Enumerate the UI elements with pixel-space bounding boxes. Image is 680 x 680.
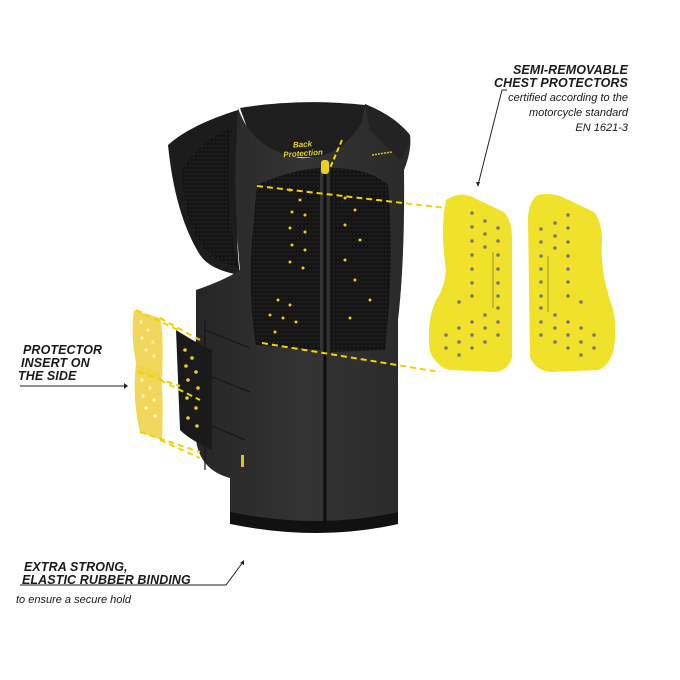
chest-protector-right xyxy=(528,194,616,372)
arrow-head-icon xyxy=(476,182,480,187)
callout-title: ELASTIC RUBBER BINDING xyxy=(22,573,191,587)
chest-protector-left xyxy=(428,194,512,372)
callout-chest-protectors: SEMI-REMOVABLE CHEST PROTECTORS certifie… xyxy=(494,64,628,135)
callout-description: EN 1621-3 xyxy=(575,122,628,134)
callout-description: to ensure a secure hold xyxy=(16,594,131,606)
callout-title: THE SIDE xyxy=(18,369,77,383)
callout-description: certified according to the xyxy=(508,92,628,104)
callout-title: INSERT ON xyxy=(21,356,90,370)
projection-lines xyxy=(135,185,447,459)
callout-leader-lines xyxy=(20,89,507,586)
callout-title: SEMI-REMOVABLE xyxy=(512,63,628,77)
callout-description: motorcycle standard xyxy=(528,107,628,119)
arrow-head-icon xyxy=(240,560,244,565)
callout-title: PROTECTOR xyxy=(23,343,103,357)
callout-title: CHEST PROTECTORS xyxy=(493,76,628,90)
callout-rubber-binding: EXTRA STRONG, ELASTIC RUBBER BINDING to … xyxy=(16,560,191,607)
callout-title: EXTRA STRONG, xyxy=(24,560,128,574)
side-protector-inserts xyxy=(132,310,163,440)
arrow-head-icon xyxy=(124,383,128,389)
callout-side-protector: PROTECTOR INSERT ON THE SIDE xyxy=(18,343,103,383)
vest-body xyxy=(168,102,411,533)
